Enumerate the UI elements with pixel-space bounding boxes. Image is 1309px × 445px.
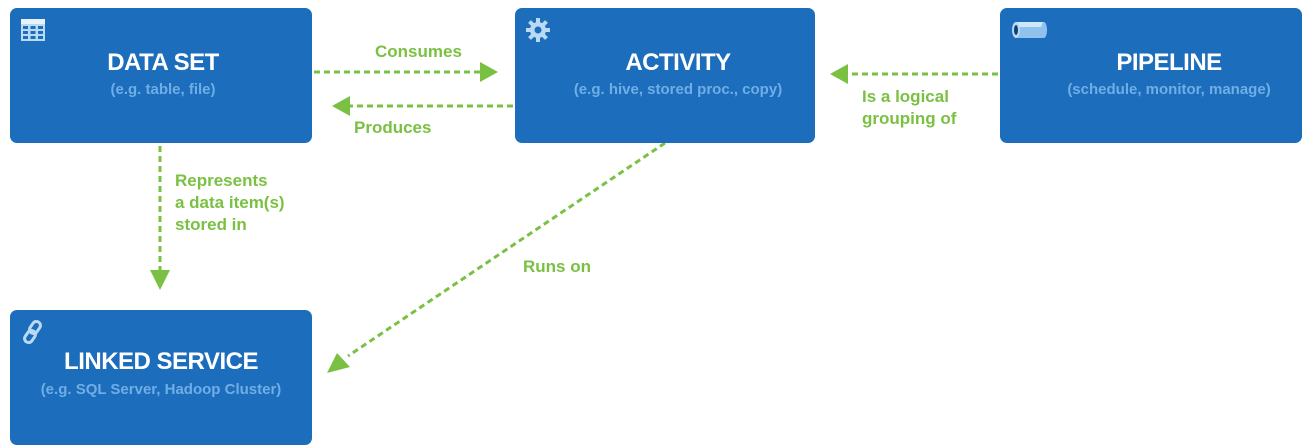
grouping-arrowhead <box>830 64 848 84</box>
grouping-label-line-1: Is a logical <box>862 87 949 106</box>
produces-arrowhead <box>332 96 350 116</box>
dataset-subtitle: (e.g. table, file) <box>110 81 216 98</box>
runs-on-label-line: Runs on <box>523 257 591 276</box>
represents-label: Represents a data item(s) stored in <box>175 170 285 236</box>
gear-icon <box>526 18 550 42</box>
produces-label-line: Produces <box>354 118 432 137</box>
runs-on-arrow-line <box>347 141 666 358</box>
grouping-label: Is a logical grouping of <box>862 86 956 130</box>
pipe-icon <box>1012 22 1047 38</box>
linked-service-title: LINKED SERVICE <box>64 348 258 375</box>
represents-label-line-1: Represents <box>175 171 268 190</box>
represents-label-line-2: a data item(s) <box>175 193 285 212</box>
consumes-label: Consumes <box>375 41 462 63</box>
runs-on-label: Runs on <box>523 256 591 278</box>
linked-service-box: LINKED SERVICE (e.g. SQL Server, Hadoop … <box>10 310 312 445</box>
dataset-box: DATA SET (e.g. table, file) <box>10 8 312 143</box>
chain-link-icon <box>23 319 42 345</box>
dataset-title: DATA SET <box>107 49 219 76</box>
represents-arrowhead <box>150 270 170 290</box>
activity-title: ACTIVITY <box>625 49 731 76</box>
consumes-arrowhead <box>480 62 498 82</box>
pipeline-box: PIPELINE (schedule, monitor, manage) <box>1000 8 1302 143</box>
represents-label-line-3: stored in <box>175 215 247 234</box>
grouping-label-line-2: grouping of <box>862 109 957 128</box>
activity-box: ACTIVITY (e.g. hive, stored proc., copy) <box>515 8 815 143</box>
linked-service-subtitle: (e.g. SQL Server, Hadoop Cluster) <box>40 381 282 398</box>
runs-on-arrowhead <box>327 353 350 373</box>
activity-subtitle: (e.g. hive, stored proc., copy) <box>573 81 783 98</box>
pipeline-subtitle: (schedule, monitor, manage) <box>1067 81 1271 98</box>
pipeline-title: PIPELINE <box>1116 49 1222 76</box>
table-grid-icon <box>21 19 45 41</box>
consumes-label-line: Consumes <box>375 42 462 61</box>
produces-label: Produces <box>354 117 431 139</box>
